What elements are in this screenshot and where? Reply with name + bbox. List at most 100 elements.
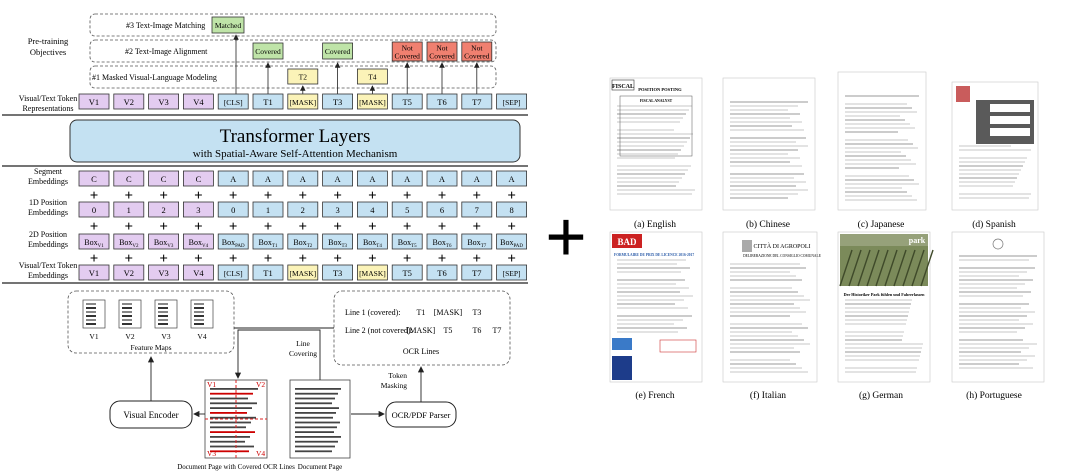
segment-label-line1: Segment — [34, 167, 63, 176]
line-covering-label-2: Covering — [289, 349, 317, 358]
english-logo: FISCAL — [612, 84, 634, 90]
pos1d-cell-label: 8 — [509, 205, 513, 215]
token-embedding-cell: V1 — [79, 265, 109, 280]
token-cell-label: T3 — [333, 268, 342, 278]
top-token-label: T6 — [437, 97, 446, 107]
example-document-7 — [952, 232, 1044, 382]
token-cell-label: T6 — [437, 268, 446, 278]
example-caption: (b) Chinese — [746, 219, 790, 230]
pos1d-cell-label: 1 — [266, 205, 270, 215]
token-cell-label: T7 — [472, 268, 481, 278]
top-token-label: T3 — [333, 97, 342, 107]
segment-cell-label: C — [91, 174, 97, 184]
token-embedding-cell: V4 — [183, 265, 213, 280]
ocr-line1-label: Line 1 (covered): — [345, 308, 401, 317]
token-embedding-cell: T3 — [323, 265, 353, 280]
segment-embedding-cell: A — [462, 171, 492, 186]
token-embedding-cell: V2 — [114, 265, 144, 280]
ocr-line1-token: T3 — [473, 308, 482, 317]
plus-sign: + — [229, 219, 238, 235]
token-cell-label: [MASK] — [289, 269, 316, 278]
segment-cell-label: C — [196, 174, 202, 184]
feature-map-label: V3 — [161, 332, 170, 341]
italian-title: CITTÀ DI AGROPOLI — [754, 242, 811, 250]
top-token-label: T5 — [402, 97, 411, 107]
pos1d-cell-label: 0 — [231, 205, 235, 215]
pos1d-cell-label: 1 — [127, 205, 131, 215]
top-token: T6 — [427, 94, 457, 109]
pos2d-embedding-cell: BoxT7 — [462, 234, 492, 249]
segment-embedding-cell: A — [427, 171, 457, 186]
top-token-label: [MASK] — [289, 98, 316, 107]
token-cell-label: [MASK] — [359, 269, 386, 278]
token-embedding-cell: T6 — [427, 265, 457, 280]
covered-box-t3-text: Covered — [325, 47, 351, 56]
document-page-covered: V1V2V3V4 — [205, 380, 267, 458]
covered-box-t1-text: Covered — [255, 47, 281, 56]
top-token: [MASK] — [357, 94, 387, 109]
segment-cell-label: A — [265, 174, 272, 184]
not-covered-box-t5-text: Covered — [394, 52, 420, 61]
french-header: FORMULAIRE DE PRIX DE LICENCE 2016-2017 — [614, 253, 694, 257]
top-token-label: T7 — [472, 97, 481, 107]
t4-box-text: T4 — [368, 73, 377, 82]
ocr-lines-title: OCR Lines — [403, 347, 439, 356]
segment-cell-label: A — [369, 174, 376, 184]
top-token-label: V2 — [124, 97, 134, 107]
token-embedding-cell: T1 — [253, 265, 283, 280]
top-token-label: V1 — [89, 97, 99, 107]
not-covered-box-t7-text: Covered — [464, 52, 490, 61]
top-token: V1 — [79, 94, 109, 109]
top-token: T1 — [253, 94, 283, 109]
top-token-label: [CLS] — [224, 98, 243, 107]
token-cell-label: V2 — [124, 268, 134, 278]
ocr-line2-token: T7 — [493, 326, 502, 335]
french-logo: BAD — [617, 237, 637, 247]
plus-sign: + — [159, 219, 168, 235]
pos2d-embedding-cell: BoxV2 — [114, 234, 144, 249]
transformer-subtitle: with Spatial-Aware Self-Attention Mechan… — [193, 148, 398, 160]
token-cell-label: V3 — [158, 268, 168, 278]
token-rep-label-line1: Visual/Text Token — [19, 94, 77, 103]
objective-3-label: #3 Text-Image Matching — [126, 21, 205, 30]
embedding-rows: CCCCAAAAAAAAA+++++++++++++0123012345678+… — [79, 171, 527, 280]
pos2d-embedding-cell: BoxPAD — [218, 234, 248, 249]
feature-map-thumbnails: V1V2V3V4 — [83, 300, 213, 341]
big-plus-sign: + — [545, 197, 587, 279]
pos2d-embedding-cell: BoxT5 — [392, 234, 422, 249]
visual-encoder-label: Visual Encoder — [123, 410, 178, 420]
t2-box: T2 — [288, 69, 318, 84]
segment-embedding-cell: A — [253, 171, 283, 186]
pos1d-embedding-cell: 6 — [427, 202, 457, 217]
top-token: [CLS] — [218, 94, 248, 109]
feature-map — [83, 300, 105, 328]
token-embedding-cell: V3 — [149, 265, 179, 280]
token-emb-label-line2: Embeddings — [28, 271, 68, 280]
token-masking-label-2: Masking — [381, 381, 408, 390]
token-cell-label: T5 — [402, 268, 411, 278]
not-covered-box-t5: NotCovered — [392, 42, 422, 61]
example-caption: (e) French — [635, 390, 675, 401]
token-embedding-cell: [SEP] — [497, 265, 527, 280]
top-token: T7 — [462, 94, 492, 109]
segment-cell-label: A — [404, 174, 411, 184]
segment-embedding-cell: C — [114, 171, 144, 186]
ocr-line2-token: T5 — [444, 326, 453, 335]
token-cell-label: [SEP] — [503, 269, 521, 278]
ocr-line2-label: Line 2 (not covered): — [345, 326, 413, 335]
segment-embedding-cell: A — [392, 171, 422, 186]
pos2d-embedding-cell: BoxV1 — [79, 234, 109, 249]
covered-box-t3: Covered — [323, 43, 353, 59]
token-embedding-cell: [CLS] — [218, 265, 248, 280]
segment-label-line2: Embeddings — [28, 177, 68, 186]
feature-map — [155, 300, 177, 328]
token-cell-label: V4 — [193, 268, 204, 278]
segment-cell-label: A — [300, 174, 307, 184]
segment-cell-label: A — [509, 174, 516, 184]
pos1d-embedding-cell: 2 — [149, 202, 179, 217]
segment-cell-label: A — [335, 174, 342, 184]
feature-map — [119, 300, 141, 328]
pos1d-cell-label: 5 — [405, 205, 409, 215]
token-masking-label-1: Token — [388, 371, 407, 380]
